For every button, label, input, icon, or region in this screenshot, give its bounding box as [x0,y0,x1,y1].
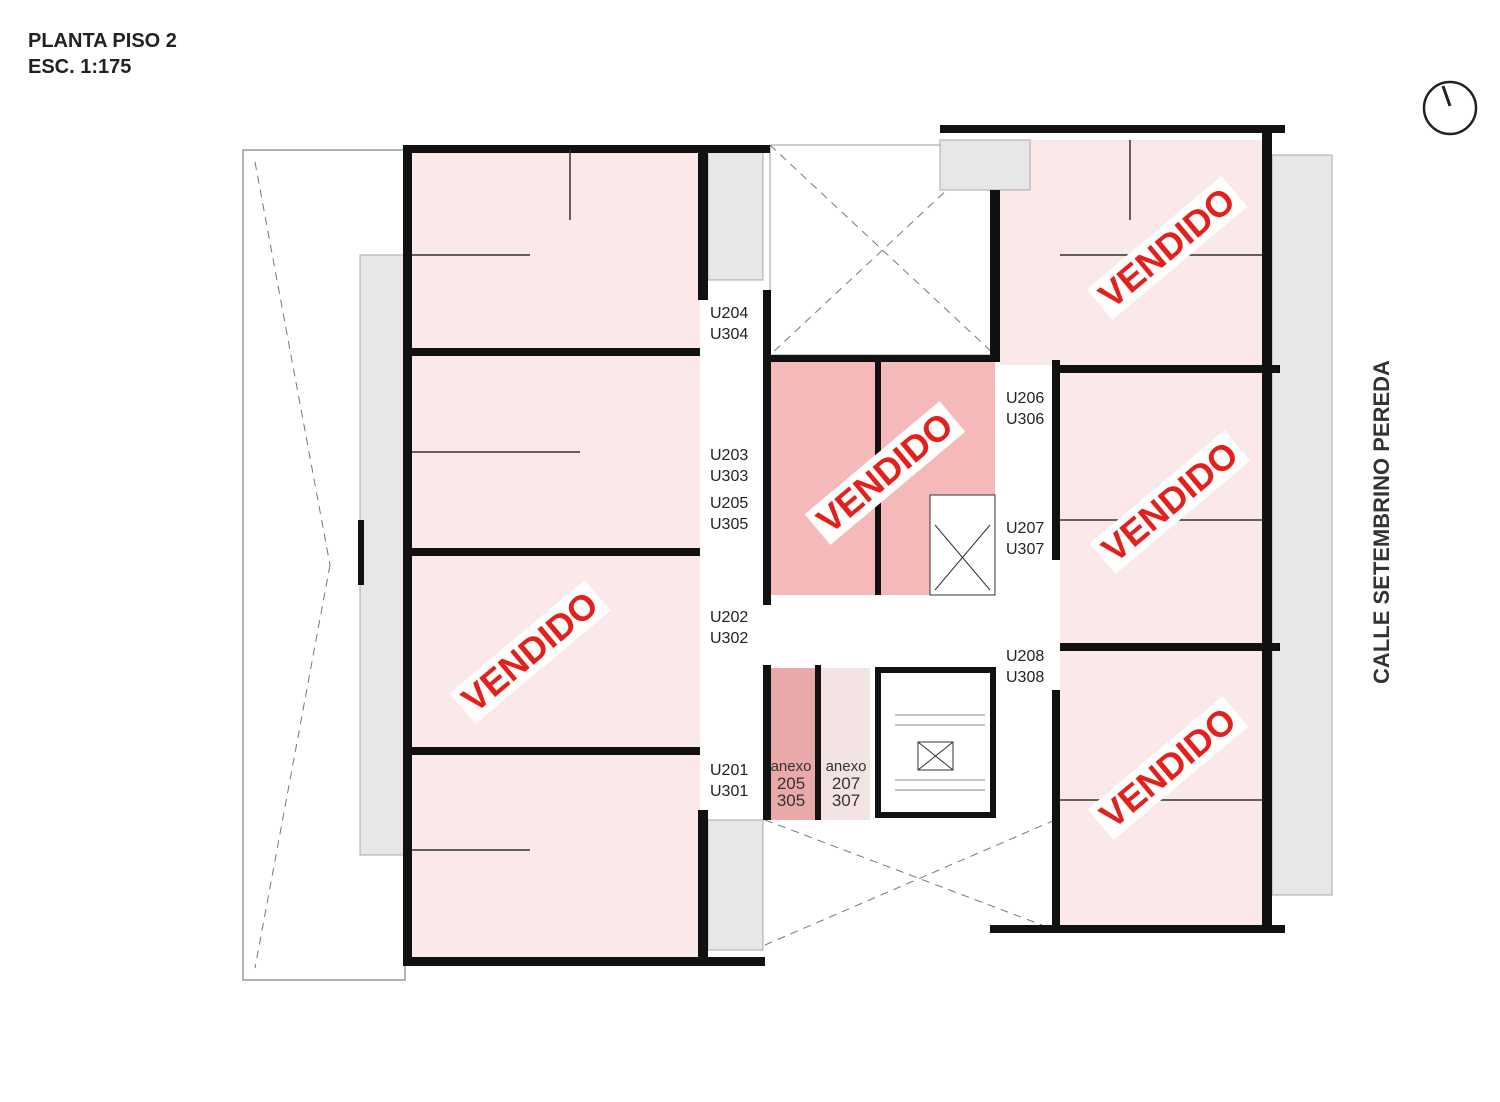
annex-label: anexo [825,758,867,775]
unit-number: U206 [1006,390,1045,407]
unit-number: U201 [710,762,749,779]
unit-number: U304 [710,326,749,343]
annex-number: 207 [831,774,861,793]
unit-number: U204 [710,305,749,322]
street-label: CALLE SETEMBRINO PEREDA [1369,360,1394,684]
unit-number: U306 [1006,411,1045,428]
unit-number: U301 [710,783,749,800]
unit-number: U303 [710,468,749,485]
unit-number: U205 [710,495,749,512]
unit-number: U305 [710,516,749,533]
unit-number: U208 [1006,648,1045,665]
scale: ESC. 1:175 [28,56,132,78]
annex-label: anexo [770,758,812,775]
unit-number: U308 [1006,669,1045,686]
unit-number: U207 [1006,520,1045,537]
annex-number: 205 [776,774,806,793]
unit-number: U202 [710,609,749,626]
unit-number: U203 [710,447,749,464]
unit-number: U307 [1006,541,1045,558]
north-arrow-icon [1422,80,1478,136]
annex-number: 307 [831,791,861,810]
annex-number: 305 [776,791,806,810]
plan-title: PLANTA PISO 2 ESC. 1:175 [28,28,177,80]
floor-name: PLANTA PISO 2 [28,30,177,52]
unit-number: U302 [710,630,749,647]
